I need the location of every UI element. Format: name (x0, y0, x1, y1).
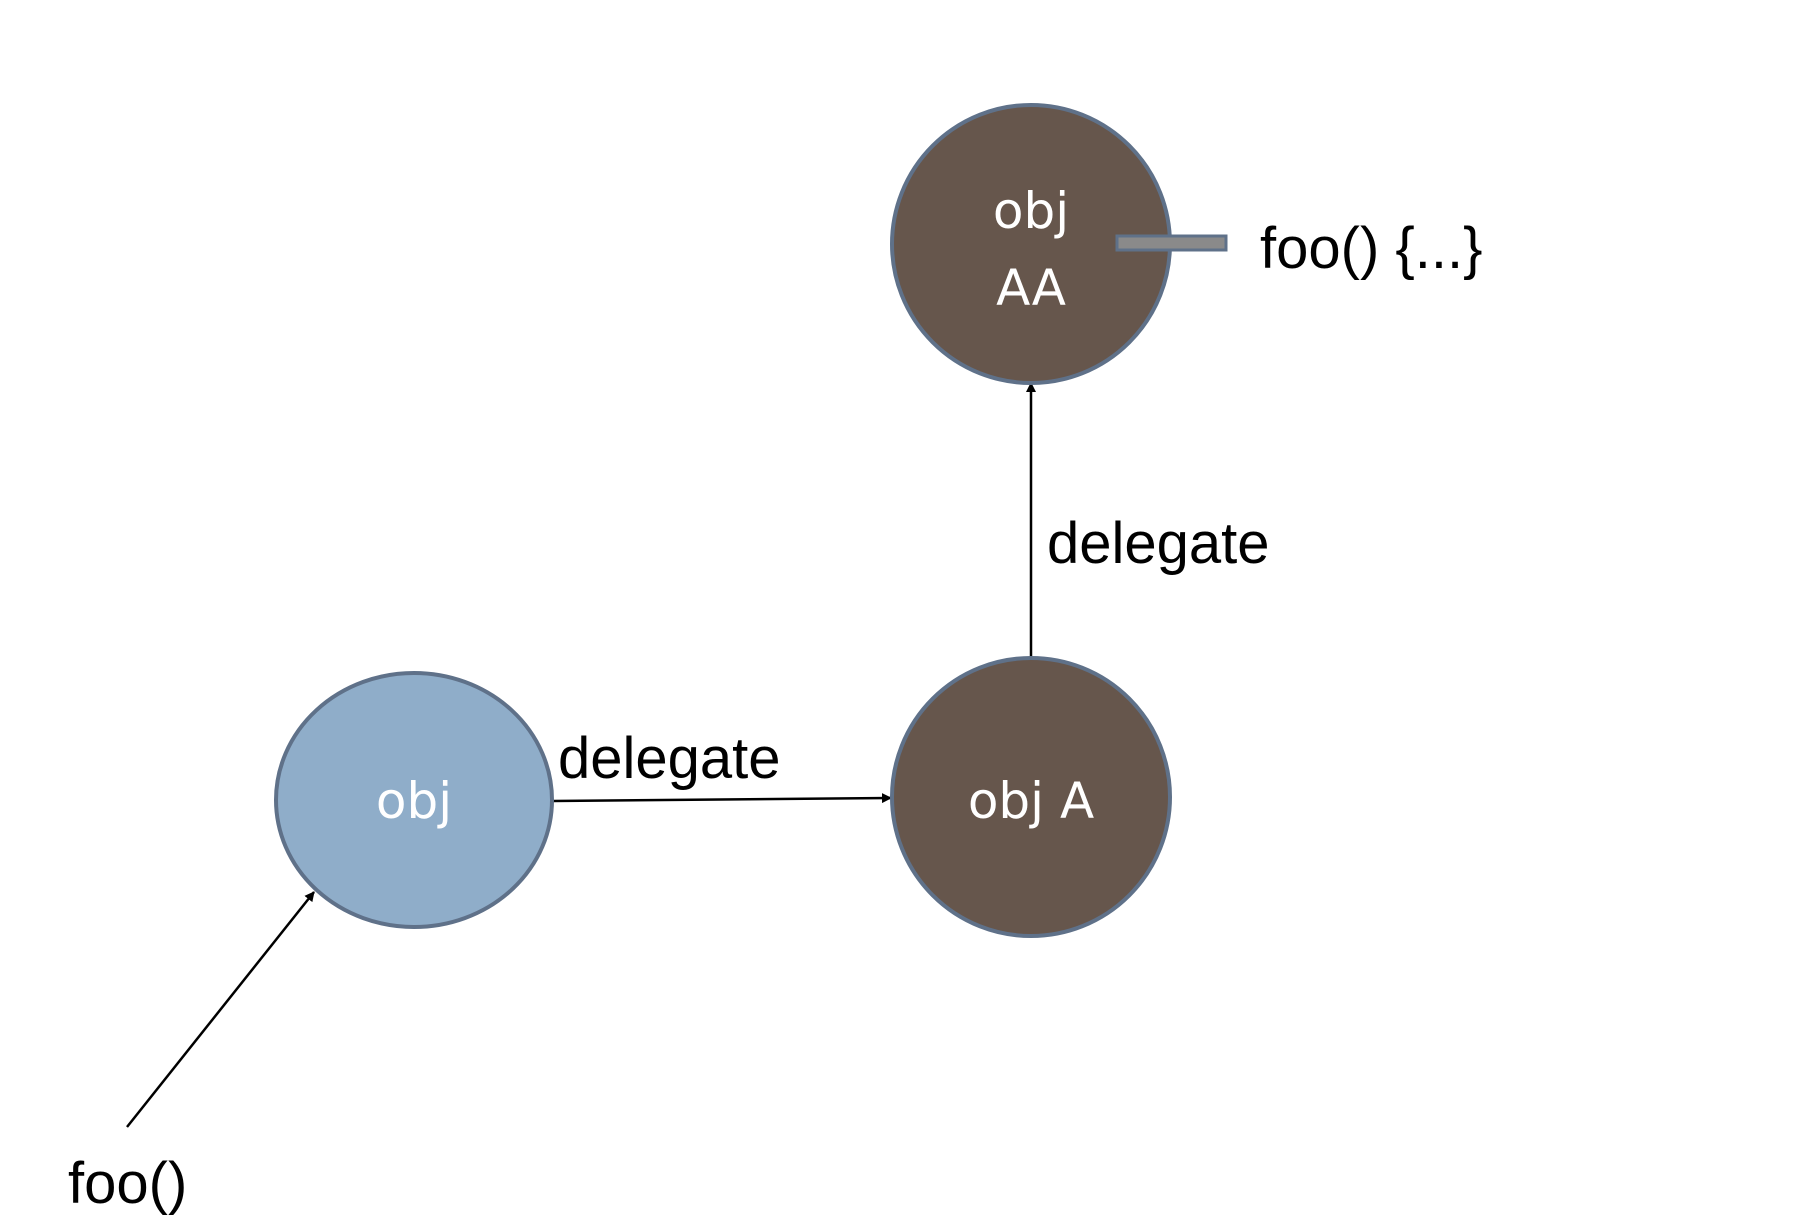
method-connector (1115, 234, 1228, 252)
edge-label-obj-a-to-obj-aa: delegate (1047, 511, 1270, 576)
call-arrow (126, 891, 315, 1128)
node-obj-label: obj (376, 772, 452, 830)
node-obj-aa-label-line-2: AA (996, 259, 1066, 317)
node-obj-aa-label-line-1: obj (993, 182, 1069, 240)
node-obj-a-label: obj A (968, 772, 1094, 830)
edge-label-obj-to-obj-a: delegate (558, 726, 781, 791)
node-obj-aa[interactable]: obj AA (890, 103, 1172, 385)
delegate-arrow-obj-to-obj-a (552, 793, 892, 804)
node-obj-a[interactable]: obj A (890, 656, 1172, 938)
call-label: foo() (68, 1151, 187, 1216)
method-label: foo() {...} (1260, 216, 1482, 281)
node-obj-shape (274, 671, 554, 929)
node-obj-a-shape (890, 656, 1172, 938)
node-obj[interactable]: obj (274, 671, 554, 929)
